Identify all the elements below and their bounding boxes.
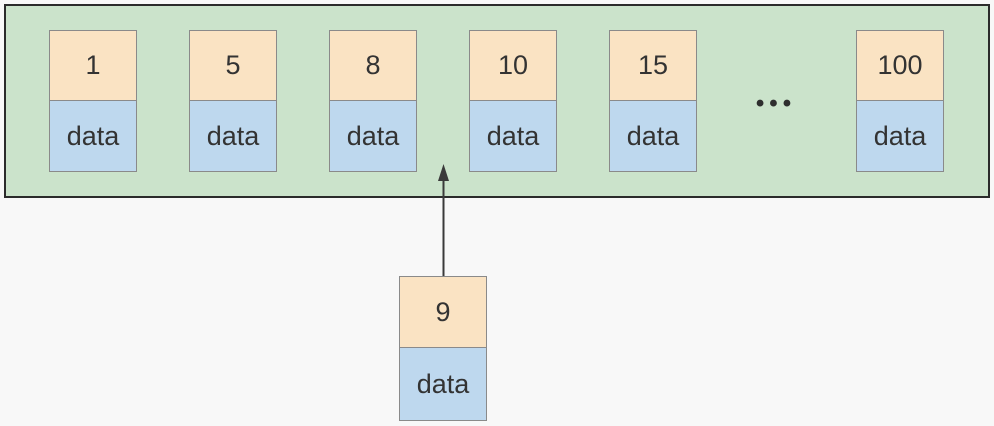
node-data-cell: data xyxy=(49,100,137,172)
node-data-cell: data xyxy=(609,100,697,172)
insert-arrow-icon xyxy=(438,164,449,276)
node-key-cell: 1 xyxy=(49,30,137,101)
node-data-cell: data xyxy=(399,347,487,421)
ellipsis-more-nodes: ••• xyxy=(755,90,797,117)
array-node-5: 5 data xyxy=(189,30,277,172)
node-key-cell: 8 xyxy=(329,30,417,101)
node-key-cell: 10 xyxy=(469,30,557,101)
node-key-cell: 100 xyxy=(856,30,944,101)
node-data-cell: data xyxy=(856,100,944,172)
insert-node-9: 9 data xyxy=(399,276,487,421)
array-node-15: 15 data xyxy=(609,30,697,172)
node-data-cell: data xyxy=(189,100,277,172)
node-key-cell: 5 xyxy=(189,30,277,101)
node-data-cell: data xyxy=(469,100,557,172)
node-key-cell: 9 xyxy=(399,276,487,348)
array-node-100: 100 data xyxy=(856,30,944,172)
node-key-cell: 15 xyxy=(609,30,697,101)
node-data-cell: data xyxy=(329,100,417,172)
array-node-10: 10 data xyxy=(469,30,557,172)
array-node-8: 8 data xyxy=(329,30,417,172)
array-node-1: 1 data xyxy=(49,30,137,172)
